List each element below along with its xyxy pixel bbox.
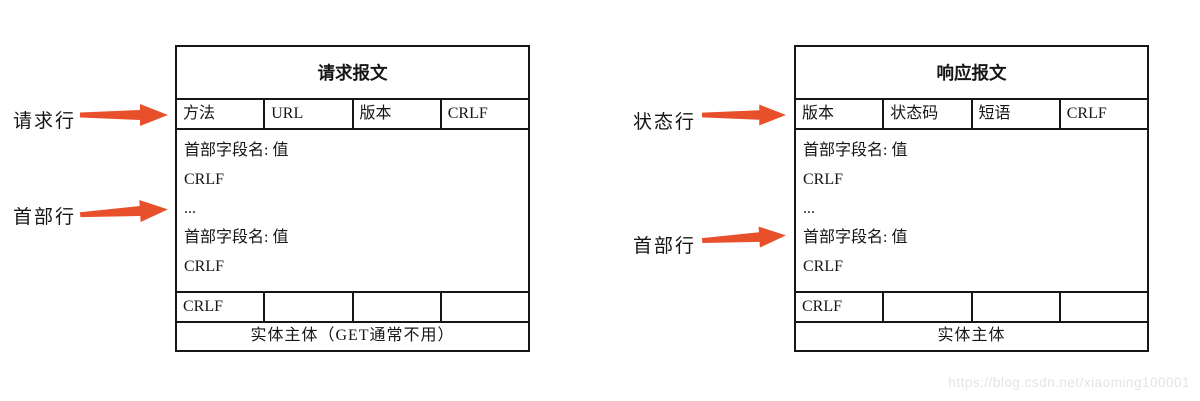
empty-cell (265, 293, 354, 321)
request-blank-crlf-cell: CRLF (177, 293, 266, 321)
request-header-lines-block: 首部字段名: 值 CRLF ... 首部字段名: 值 CRLF (177, 130, 528, 293)
empty-cell (354, 293, 442, 321)
request-method-cell: 方法 (177, 100, 266, 128)
request-header-lines-label: 首部行 (13, 207, 77, 228)
empty-cell (442, 293, 528, 321)
response-phrase-cell: 短语 (973, 100, 1061, 128)
response-status-line-row: 版本 状态码 短语 CRLF (796, 100, 1147, 130)
response-blank-crlf-row: CRLF (796, 293, 1147, 323)
response-crlf-cell: CRLF (1066, 105, 1107, 122)
empty-cell (973, 293, 1061, 321)
watermark-url: https://blog.csdn.net/xiaoming100001 (948, 375, 1190, 390)
request-header-line: CRLF (184, 258, 225, 275)
response-message-table: 响应报文 版本 状态码 短语 CRLF 首部字段名: 值 CRLF ... 首部… (794, 45, 1149, 352)
response-header-line: CRLF (803, 258, 844, 275)
request-header-line: ... (184, 200, 196, 217)
response-status-code-cell: 状态码 (884, 100, 973, 128)
request-url-cell: URL (265, 100, 354, 128)
response-version-cell: 版本 (796, 100, 885, 128)
response-header-arrow-icon (701, 224, 786, 251)
response-header-line: CRLF (803, 171, 844, 188)
request-crlf-cell: CRLF (447, 105, 488, 122)
response-header-line: ... (803, 200, 815, 217)
request-table-title: 请求报文 (177, 47, 528, 100)
status-line-label: 状态行 (633, 112, 697, 133)
empty-cell (1061, 293, 1147, 321)
request-blank-crlf-row: CRLF (177, 293, 528, 323)
request-start-line-row: 方法 URL 版本 CRLF (177, 100, 528, 130)
status-line-arrow-icon (702, 104, 786, 126)
response-header-line: 首部字段名: 值 (803, 142, 908, 159)
request-version-cell: 版本 (354, 100, 442, 128)
request-header-line: 首部字段名: 值 (184, 142, 289, 159)
request-header-arrow-icon (79, 198, 168, 225)
response-header-line: 首部字段名: 值 (803, 229, 908, 246)
request-line-label: 请求行 (13, 111, 77, 132)
response-header-lines-block: 首部字段名: 值 CRLF ... 首部字段名: 值 CRLF (796, 130, 1147, 293)
request-message-table: 请求报文 方法 URL 版本 CRLF 首部字段名: 值 CRLF ... 首部… (175, 45, 530, 352)
request-header-line: 首部字段名: 值 (184, 229, 289, 246)
response-table-title: 响应报文 (796, 47, 1147, 100)
response-blank-crlf-cell: CRLF (796, 293, 885, 321)
request-line-arrow-icon (80, 104, 168, 126)
request-entity-body-cell: 实体主体（GET通常不用） (250, 327, 455, 344)
empty-cell (884, 293, 973, 321)
response-entity-body-cell: 实体主体 (937, 327, 1006, 344)
response-header-lines-label: 首部行 (633, 236, 697, 257)
request-header-line: CRLF (184, 171, 225, 188)
